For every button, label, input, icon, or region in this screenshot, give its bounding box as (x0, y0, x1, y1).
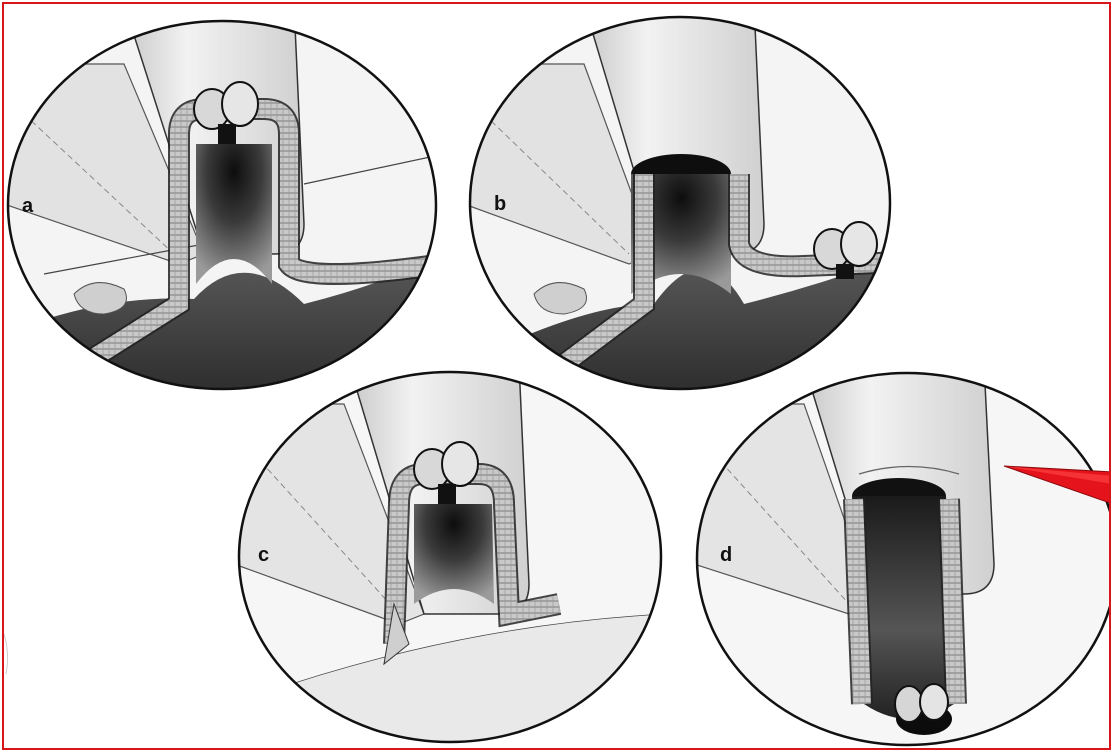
panel-label-b: b (494, 193, 506, 215)
panel-d: d (694, 364, 1111, 750)
panel-label-a: a (22, 195, 34, 217)
panel-label-d: d (720, 544, 732, 566)
panel-b: b (464, 4, 904, 404)
panel-c: c (234, 364, 674, 750)
panel-label-c: c (258, 544, 269, 566)
panel-a: a (4, 4, 444, 404)
patch-clamp-diagram: a (4, 4, 1111, 750)
edge-artifact (4, 634, 8, 674)
